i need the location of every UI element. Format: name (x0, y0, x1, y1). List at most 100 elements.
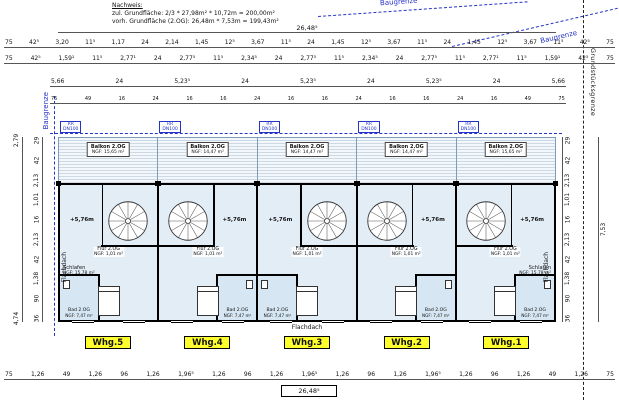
dimension-value: 11⁵ (516, 55, 527, 62)
unit-floor: +5,76m Flur 2.OG NGF: 1,01 m² Bad 2.OG N… (254, 181, 360, 323)
dimension-value: 2,77⁵ (421, 55, 438, 62)
wall-pier (155, 181, 161, 186)
baugrenze-label-left: Baugrenze (42, 92, 50, 130)
dimension-value: 1,26 (335, 371, 350, 378)
room-ngf: NGF: 15,78 m² (63, 271, 95, 276)
dimension-value: 2,77⁵ (300, 55, 317, 62)
balcony-ngf: NGF: 15,65 m² (91, 150, 125, 155)
balcony-label: Balkon 2.OG NGF: 15,65 m² (86, 142, 130, 157)
interior-wall (456, 245, 513, 247)
room-ngf: NGF: 1,01 m² (490, 252, 520, 257)
dimension-value: 42⁵ (578, 55, 589, 62)
dn100-label: DN100 (261, 127, 278, 133)
bed-icon (395, 286, 418, 316)
dimension-value: 1,26 (459, 371, 473, 378)
bathroom-label: Bad 2.OG NGF: 7,47 m² (516, 308, 554, 318)
pillow-line (396, 291, 417, 292)
dimension-value: 12⁵ (360, 39, 371, 46)
dn100-label: DN100 (63, 127, 79, 133)
dimension-value: 11⁵ (280, 39, 291, 46)
flur-label: Flur 2.OG NGF: 1,01 m² (291, 247, 323, 257)
balcony: RR DN100 Balkon 2.OG NGF: 15,65 m² (455, 121, 556, 183)
dimension-value: 1,26 (212, 371, 226, 378)
rr-label: RR (465, 122, 472, 127)
height-marker: +5,76m (268, 217, 293, 223)
dimension-value: 1,26 (574, 371, 588, 378)
flur-label: Flur 2.OG NGF: 1,01 m² (489, 247, 521, 257)
dimension-value: 42⁵ (29, 39, 40, 46)
balcony-name: Balkon 2.OG (190, 144, 225, 150)
dimension-total-right: 7,53 (598, 137, 609, 322)
dimension-value: 2,14 (165, 39, 179, 46)
dimension-value: 36 (33, 314, 41, 323)
dimension-value: 16 (118, 96, 126, 102)
dimension-value: 1,26 (30, 371, 45, 378)
dimension-value: 29 (33, 136, 41, 145)
notes-line-zul: zul. Grundfläche: 2/3 * 27,98m² * 10,72m… (112, 9, 275, 17)
balcony-name: Balkon 2.OG (488, 144, 524, 150)
dimension-value: 1,38 (564, 272, 572, 286)
interior-wall (159, 245, 216, 247)
room-ngf: NGF: 1,01 m² (391, 252, 421, 257)
dimension-value: 5,23⁵ (300, 78, 316, 85)
dimension-value: 24 (355, 96, 362, 102)
unit-labels-row: Whg.5 Whg.4 Whg.3 Whg.2 Whg.1 (58, 336, 556, 349)
dimension-value: 1,45 (194, 39, 209, 46)
balcony-ngf: NGF: 14,47 m² (290, 150, 324, 155)
unit-name-tag: Whg.3 (283, 336, 330, 349)
dimension-value: 2,79 (13, 133, 21, 148)
balcony-label: Balkon 2.OG NGF: 14,47 m² (385, 142, 428, 157)
window-icon (171, 319, 194, 323)
dimension-value: 2,34⁵ (241, 55, 257, 62)
dimension-value: 49 (548, 371, 557, 378)
dimension-value: 24 (456, 96, 464, 102)
dimension-value: 1,59¹ (544, 55, 561, 62)
dimension-value: 16 (33, 215, 41, 224)
spiral-staircase-icon (305, 199, 349, 243)
room-name: Schlafen (528, 265, 552, 271)
rainwater-pipe-label: RR DN100 (60, 121, 82, 134)
dimension-value: 42 (564, 156, 572, 165)
unit-floor: +5,76m Flur 2.OG NGF: 1,01 m² Bad 2.OG N… (353, 181, 459, 323)
dimension-value: 49 (84, 96, 92, 102)
dimension-value: 2,34⁵ (362, 55, 378, 62)
dimension-value: 11⁵ (92, 55, 103, 62)
dimension-value: 96 (120, 371, 129, 378)
dimension-value: 75 (51, 96, 58, 102)
room-ngf: NGF: 7,47 m² (65, 313, 93, 318)
dimension-value: 16 (564, 215, 572, 224)
dimension-value: 29 (564, 136, 572, 145)
spiral-staircase-icon (365, 199, 409, 243)
dimension-value: 24 (253, 96, 261, 102)
room-ngf: NGF: 15,78 m² (519, 271, 551, 276)
dimension-value: 3,67 (523, 39, 537, 46)
room-ngf: NGF: 7,47 m² (223, 313, 252, 318)
height-marker: +5,76m (222, 217, 247, 223)
dimension-value: 11⁵ (417, 39, 428, 46)
dimension-value: 1,45 (467, 39, 481, 46)
nachweis-notes: Nachweis: zul. Grundfläche: 2/3 * 27,98m… (112, 2, 279, 25)
dimension-value: 1,59¹ (58, 55, 75, 62)
window-icon (222, 319, 245, 323)
window-icon (270, 319, 293, 323)
dimension-value: 11⁵ (334, 55, 345, 62)
window-icon (468, 319, 491, 323)
dimension-value: 24 (443, 39, 452, 46)
dimension-value: 3,20 (55, 39, 69, 46)
dimension-value: 12⁵ (224, 39, 235, 46)
dimension-value: 24 (274, 55, 283, 62)
unit-name-tag: Whg.4 (184, 336, 231, 349)
balcony: RR DN100 Balkon 2.OG NGF: 14,47 m² (356, 121, 456, 183)
dimension-value: 2,13 (33, 232, 41, 247)
dimension-value: 11⁵ (213, 55, 224, 62)
pillow-line (495, 291, 516, 292)
dimension-value: 96 (243, 371, 252, 378)
window-icon (321, 319, 344, 323)
unit-floor: +5,76m Flur 2.OG NGF: 1,01 m² Schlafen N… (56, 181, 162, 323)
rr-label: RR (365, 122, 373, 127)
dimension-value: 16 (186, 96, 193, 102)
pillow-line (98, 291, 119, 292)
room-name: Schlafen (63, 265, 86, 271)
